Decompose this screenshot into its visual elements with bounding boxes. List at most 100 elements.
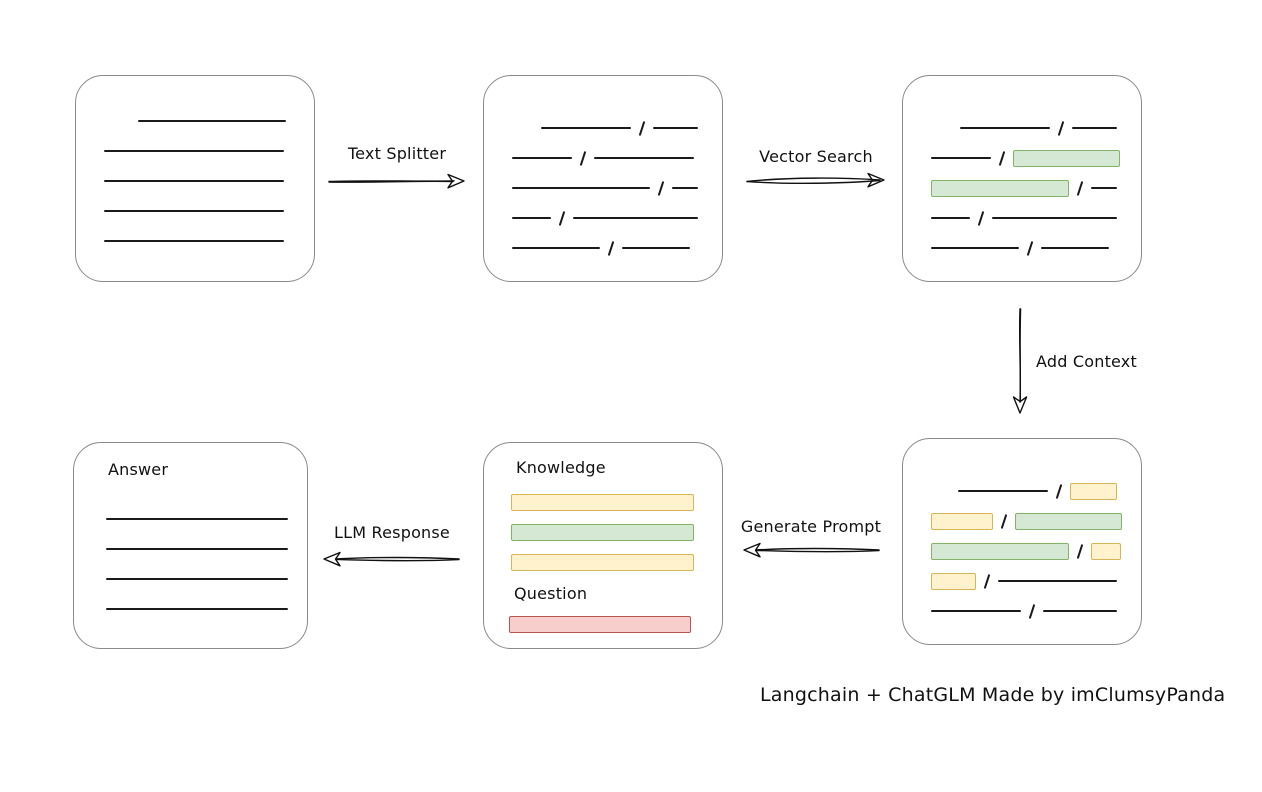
source-document-box <box>75 75 315 282</box>
text-line <box>1043 610 1117 612</box>
document-lines <box>76 76 314 256</box>
text-line <box>998 580 1117 582</box>
vector-search-arrow-icon <box>746 172 885 188</box>
text-row <box>512 173 698 203</box>
yellow-highlight-rect <box>1070 482 1117 500</box>
slash-separator-icon <box>1028 603 1036 619</box>
slash-separator-icon <box>1076 180 1084 196</box>
llm-response-arrow-icon <box>323 551 460 567</box>
text-row <box>931 203 1117 233</box>
prompt-box: Knowledge Question <box>483 442 723 649</box>
llm-response-label: LLM Response <box>334 523 450 542</box>
text-line <box>138 120 286 122</box>
text-row <box>509 609 722 639</box>
green-highlight-rect <box>1015 512 1122 530</box>
text-row <box>511 517 722 547</box>
text-row <box>511 547 722 577</box>
text-line <box>512 187 650 189</box>
slash-separator-icon <box>657 180 665 196</box>
answer-label: Answer <box>108 460 169 479</box>
text-row <box>931 233 1113 263</box>
text-row <box>931 536 1121 566</box>
slash-separator-icon <box>579 150 587 166</box>
knowledge-bars <box>484 487 722 577</box>
text-row <box>512 203 698 233</box>
question-bar <box>484 609 722 639</box>
text-row <box>106 594 307 624</box>
text-line <box>672 187 698 189</box>
text-row <box>511 487 722 517</box>
text-line <box>512 157 572 159</box>
text-line <box>960 127 1050 129</box>
question-label: Question <box>514 584 588 603</box>
slash-separator-icon <box>1026 240 1034 256</box>
answer-lines <box>74 481 307 624</box>
slash-separator-icon <box>607 240 615 256</box>
text-line <box>931 610 1021 612</box>
text-line <box>1091 187 1117 189</box>
green-highlight-rect <box>1013 149 1120 167</box>
context-lines <box>903 439 1141 626</box>
yellow-highlight-rect <box>511 493 694 511</box>
slash-separator-icon <box>998 150 1006 166</box>
text-row <box>931 143 1120 173</box>
slash-separator-icon <box>983 573 991 589</box>
yellow-highlight-rect <box>1091 542 1121 560</box>
slash-separator-icon <box>1000 513 1008 529</box>
text-line <box>104 210 284 212</box>
text-line <box>104 180 284 182</box>
text-row <box>960 113 1117 143</box>
text-row <box>931 506 1122 536</box>
text-line <box>106 608 288 610</box>
green-highlight-rect <box>511 523 694 541</box>
slash-separator-icon <box>1076 543 1084 559</box>
text-line <box>931 157 991 159</box>
text-row <box>104 136 286 166</box>
text-row <box>931 596 1117 626</box>
slash-separator-icon <box>638 120 646 136</box>
add-context-arrow-icon <box>1012 308 1028 414</box>
vector-search-label: Vector Search <box>759 147 873 166</box>
text-row <box>104 226 286 256</box>
text-row <box>512 233 694 263</box>
vector-search-result-box <box>902 75 1142 282</box>
yellow-highlight-rect <box>511 553 694 571</box>
text-line <box>594 157 694 159</box>
text-line <box>1072 127 1117 129</box>
generate-prompt-label: Generate Prompt <box>740 517 882 536</box>
text-row <box>106 534 307 564</box>
green-highlight-rect <box>931 179 1069 197</box>
text-line <box>992 217 1117 219</box>
text-row <box>541 113 698 143</box>
slash-separator-icon <box>1057 120 1065 136</box>
text-line <box>573 217 698 219</box>
text-row <box>931 566 1117 596</box>
text-line <box>512 247 600 249</box>
diagram-caption: Langchain + ChatGLM Made by imClumsyPand… <box>760 684 1226 706</box>
yellow-highlight-rect <box>931 572 976 590</box>
knowledge-label: Knowledge <box>516 458 606 477</box>
text-row <box>512 143 694 173</box>
add-context-label: Add Context <box>1036 352 1137 371</box>
generate-prompt-arrow-icon <box>743 542 880 558</box>
text-splitter-label: Text Splitter <box>347 144 447 163</box>
text-line <box>106 518 288 520</box>
text-row <box>104 166 286 196</box>
text-line <box>1041 247 1109 249</box>
text-line <box>541 127 631 129</box>
text-line <box>931 247 1019 249</box>
slash-separator-icon <box>977 210 985 226</box>
text-line <box>653 127 698 129</box>
text-line <box>931 217 970 219</box>
text-row <box>138 106 286 136</box>
split-text-lines <box>484 76 722 263</box>
text-row <box>106 564 307 594</box>
green-highlight-rect <box>931 542 1069 560</box>
text-line <box>104 240 284 242</box>
text-line <box>958 490 1048 492</box>
text-line <box>622 247 690 249</box>
slash-separator-icon <box>1055 483 1063 499</box>
vector-result-lines <box>903 76 1141 263</box>
text-line <box>104 150 284 152</box>
